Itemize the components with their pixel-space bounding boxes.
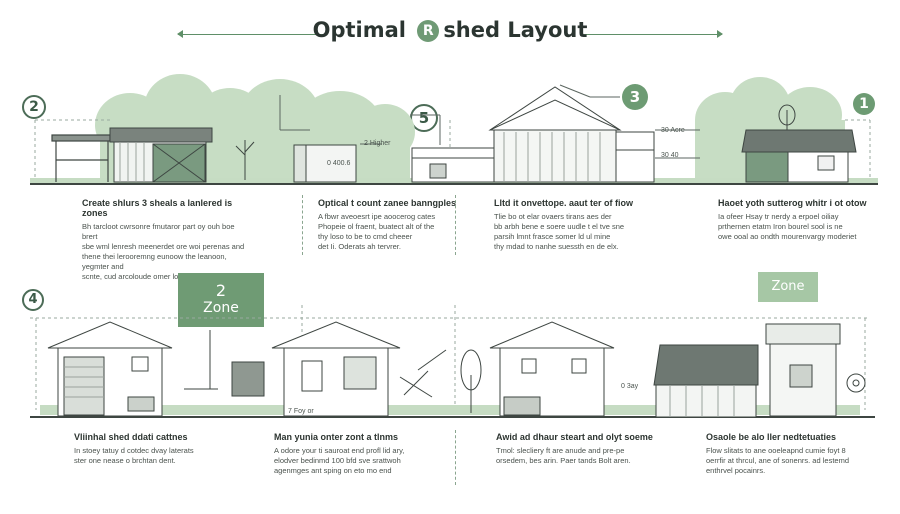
column-divider: [302, 195, 303, 255]
greenhouse-shed: [653, 344, 759, 418]
floor-label: 7 Foy or: [288, 408, 314, 415]
gable-shed-2: [271, 321, 401, 417]
step-badge-top-left: 2: [22, 95, 46, 119]
gable-shed-1: [47, 321, 173, 417]
title-line-left: [177, 30, 326, 38]
measure-label: 2 Higher: [364, 140, 391, 147]
column-divider: [455, 195, 456, 255]
title-line-right: [584, 30, 723, 38]
measure-label: 30 40: [661, 152, 679, 159]
step-badge-top-right-center: 3: [622, 84, 648, 110]
lean-to-shed: [51, 134, 111, 182]
wheel-icon: [846, 373, 866, 393]
step-badge-top-right: 1: [853, 93, 875, 115]
slatted-storage-shed: [109, 127, 213, 183]
green-workshop-shed: [741, 129, 857, 183]
zone-box-right: Zone: [758, 272, 818, 302]
tree-icon: [778, 104, 796, 132]
ground-strip-bottom: [40, 405, 860, 415]
bottom-row-illustration: [30, 305, 875, 418]
caption-top-1: Create shlurs 3 sheals a lanlered is zon…: [82, 198, 245, 281]
top-row-illustration: [30, 74, 878, 185]
size-label: 0 3ay: [621, 383, 639, 390]
storage-bin: [231, 361, 265, 397]
step-badge-top-center: 5: [410, 104, 438, 132]
measure-label: 0 400.6: [327, 160, 351, 167]
small-tree: [235, 140, 255, 180]
tree-icon: [460, 349, 482, 413]
column-divider: [455, 430, 456, 485]
step-badge-mid-left: 4: [22, 289, 44, 311]
measure-label: 30 Acre: [661, 127, 685, 134]
main-barn: [411, 86, 655, 183]
utility-shed: [293, 144, 357, 183]
tool-rack: [399, 349, 447, 398]
gable-shed-3: [489, 321, 615, 417]
leaf-logo-icon: R: [417, 20, 440, 42]
tall-storage-shed: [765, 323, 841, 417]
